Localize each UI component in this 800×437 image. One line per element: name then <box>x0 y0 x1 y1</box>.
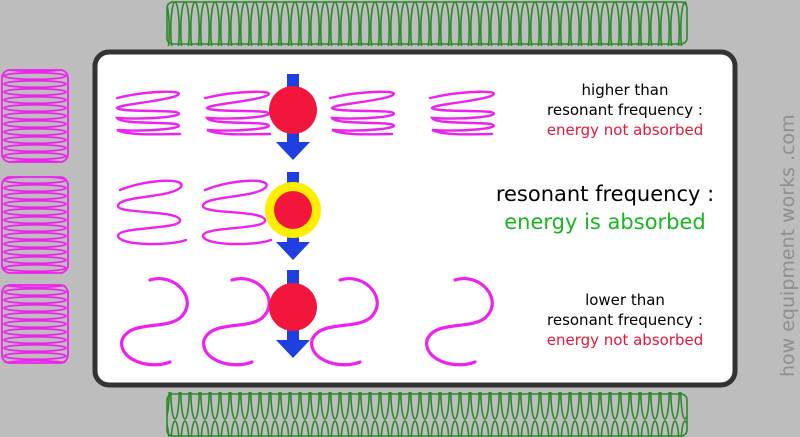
resonant-waves <box>116 179 273 246</box>
top-magnet-coil <box>166 0 688 46</box>
particle-icon <box>274 191 312 229</box>
label-resonant-frequency: resonant frequency : energy is absorbed <box>470 180 740 236</box>
label-higher-line2: resonant frequency : <box>547 101 703 119</box>
particle-icon <box>269 86 317 134</box>
particle-icon <box>269 283 317 331</box>
bottom-magnet-coil <box>166 392 688 437</box>
label-lower-frequency: lower than resonant frequency : energy n… <box>520 290 730 350</box>
label-higher-line3: energy not absorbed <box>546 121 704 139</box>
label-lower-line3: energy not absorbed <box>546 331 704 349</box>
left-rf-coils <box>0 69 70 364</box>
label-lower-line2: resonant frequency : <box>547 311 703 329</box>
high-frequency-waves <box>114 90 495 136</box>
label-higher-line1: higher than <box>581 81 669 99</box>
particle-low <box>269 270 317 358</box>
watermark: how equipment works .com <box>777 114 799 377</box>
label-lower-line1: lower than <box>585 291 665 309</box>
particle-resonant <box>265 172 321 260</box>
low-frequency-waves <box>120 277 494 367</box>
particle-high <box>269 74 317 160</box>
label-higher-frequency: higher than resonant frequency : energy … <box>520 80 730 140</box>
label-resonant-line1: resonant frequency : <box>495 182 715 206</box>
label-resonant-line2: energy is absorbed <box>504 210 706 234</box>
